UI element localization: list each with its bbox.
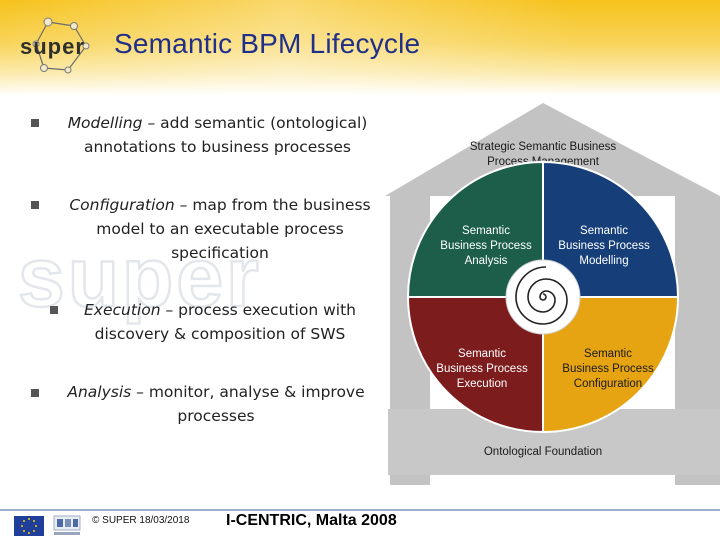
footer-event: I-CENTRIC, Malta 2008 xyxy=(226,512,397,529)
logo-wordmark: super xyxy=(20,34,85,59)
configuration-label-line-2: Business Process xyxy=(562,363,654,375)
configuration-label-line-3: Configuration xyxy=(574,378,642,390)
bullet-modelling: Modelling – add semantic (ontological) a… xyxy=(50,111,385,159)
foundation-label: Ontological Foundation xyxy=(484,446,602,458)
bullet-list: Modelling – add semantic (ontological) a… xyxy=(31,111,390,428)
bullet-marker-icon xyxy=(31,389,39,397)
execution-label-line-2: Business Process xyxy=(436,363,528,375)
bullet-configuration: Configuration – map from the business mo… xyxy=(50,193,390,265)
bullet-marker-icon xyxy=(31,119,39,127)
bullet-analysis: Analysis – monitor, analyse & improve pr… xyxy=(52,380,380,428)
bullet-text: – monitor, analyse & improve processes xyxy=(131,383,365,425)
roof-shape xyxy=(385,103,720,196)
modelling-label-line-3: Modelling xyxy=(579,255,628,267)
bullet-text: – map from the business model to an exec… xyxy=(96,196,371,262)
bullet-term: Analysis xyxy=(67,383,132,401)
modelling-label-line-2: Business Process xyxy=(558,240,650,252)
roof-label-line-1: Strategic Semantic Business xyxy=(470,141,617,153)
bullet-execution: Execution – process execution with disco… xyxy=(70,298,370,346)
bullet-marker-icon xyxy=(31,201,39,209)
lifecycle-diagram: Strategic Semantic Business Process Mana… xyxy=(385,103,720,485)
spiral-icon xyxy=(505,259,581,335)
quadrant-execution xyxy=(406,296,544,434)
footer-divider xyxy=(0,509,720,511)
lifecycle-circle xyxy=(406,160,680,434)
bullet-term: Configuration xyxy=(69,196,175,214)
bullet-text: – add semantic (ontological) annotations… xyxy=(83,114,368,156)
header-band xyxy=(0,0,720,96)
super-logo: super xyxy=(20,17,90,74)
quadrant-configuration xyxy=(542,296,680,434)
quadrant-modelling xyxy=(542,160,680,298)
configuration-label-line-1: Semantic xyxy=(584,348,632,360)
eu-flag-icon xyxy=(14,516,44,536)
analysis-label-line-2: Business Process xyxy=(440,240,532,252)
footer-partner-logos xyxy=(14,515,81,536)
execution-label-line-1: Semantic xyxy=(458,348,506,360)
ist-logo-icon xyxy=(53,515,81,535)
quadrant-analysis xyxy=(406,160,544,298)
page-title: Semantic BPM Lifecycle xyxy=(114,28,421,59)
analysis-label-line-1: Semantic xyxy=(462,225,510,237)
bullet-term: Modelling xyxy=(67,114,143,132)
bullet-text: – process execution with discovery & com… xyxy=(94,301,356,343)
bullet-marker-icon xyxy=(50,306,58,314)
analysis-label-line-3: Analysis xyxy=(465,255,508,267)
footer-copyright: © SUPER 18/03/2018 xyxy=(92,515,190,526)
execution-label-line-3: Execution xyxy=(457,378,508,390)
header-shine xyxy=(0,0,720,96)
bullet-term: Execution xyxy=(84,301,161,319)
modelling-label-line-1: Semantic xyxy=(580,225,628,237)
